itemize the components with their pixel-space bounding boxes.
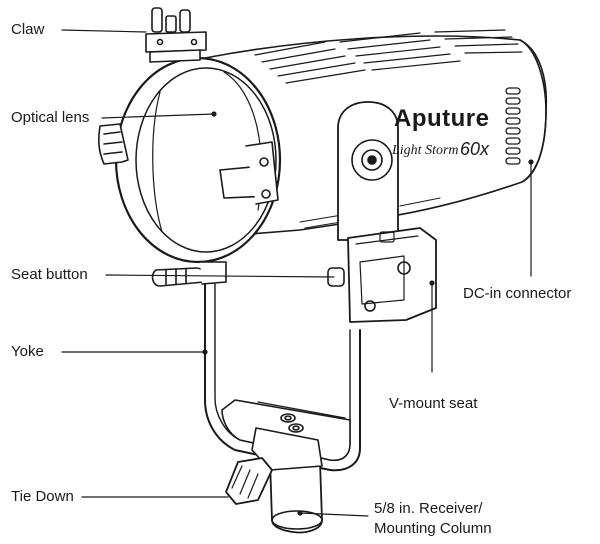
mounting-column <box>251 427 323 534</box>
yoke-arm <box>337 101 399 241</box>
v-mount-seat-block <box>327 227 437 323</box>
label-tie-down: Tie Down <box>11 488 74 505</box>
brand-logo: Aputure <box>394 105 490 132</box>
brand-model-script: Light Storm <box>392 143 459 158</box>
label-claw: Claw <box>11 21 45 38</box>
brand-model-number: 60x <box>460 139 490 159</box>
side-vents <box>505 87 521 165</box>
label-v-mount-seat: V-mount seat <box>389 395 478 412</box>
label-dc-in-connector: DC-in connector <box>463 285 572 302</box>
label-yoke: Yoke <box>11 343 44 360</box>
label-receiver-line2: Mounting Column <box>374 520 492 537</box>
leader-lines <box>61 29 534 517</box>
cooling-vents <box>254 29 523 84</box>
claw-clip <box>145 7 207 63</box>
seat-button-part <box>151 261 227 287</box>
label-seat-button: Seat button <box>11 266 88 283</box>
label-optical-lens: Optical lens <box>11 109 90 126</box>
tie-down-knob <box>225 457 273 505</box>
optical-lens-ring <box>98 56 282 264</box>
label-receiver-line1: 5/8 in. Receiver/ <box>374 500 483 517</box>
